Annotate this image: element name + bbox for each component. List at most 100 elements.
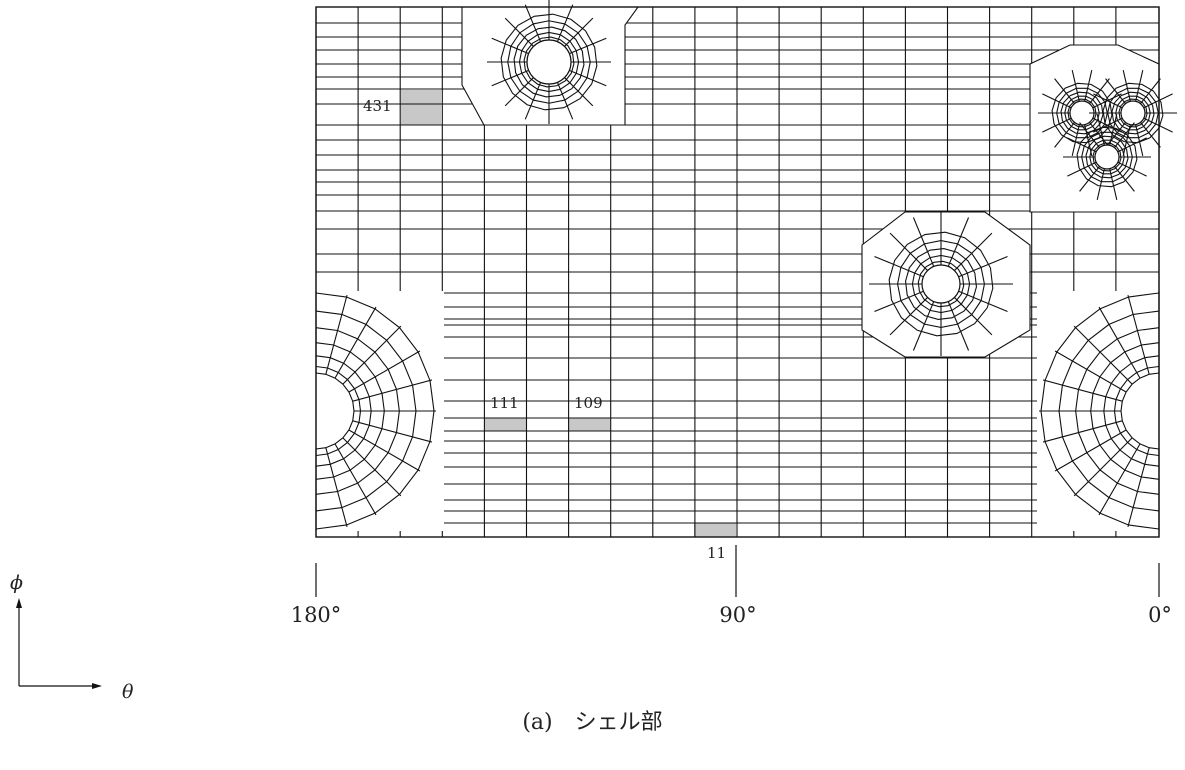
hole-ring: [904, 247, 978, 321]
figure-caption: (a) シェル部: [522, 710, 663, 735]
half-hole-spoke: [1098, 306, 1141, 379]
hole-spoke: [947, 301, 970, 351]
hole-spoke: [1096, 113, 1105, 146]
phi-axis-label: ϕ: [10, 572, 23, 594]
hole-spokes: [869, 212, 1013, 356]
half-hole-spoke: [1073, 437, 1133, 497]
hole-spokes: [487, 0, 611, 124]
hole-ring: [500, 13, 598, 111]
hole-spoke: [524, 82, 542, 120]
hole-edge: [526, 39, 572, 85]
hole-ring: [513, 26, 585, 98]
hole-spoke: [1084, 69, 1093, 102]
half-hole-spoke: [1054, 350, 1127, 393]
hole-spoke: [1042, 117, 1072, 133]
hole-spoke: [1071, 69, 1080, 102]
hole-spoke: [1135, 124, 1144, 157]
hole-spoke: [1093, 117, 1123, 133]
hole-spoke: [947, 217, 970, 267]
highlighted-element: [568, 418, 610, 431]
hole-spoke: [1117, 137, 1147, 153]
half-hole-spoke: [1054, 429, 1127, 472]
hole-spoke: [1143, 93, 1173, 109]
hole-spoke: [1054, 122, 1075, 148]
hole-spoke: [524, 4, 542, 42]
hole-ring: [1118, 98, 1148, 128]
hole-spoke: [564, 77, 594, 107]
highlighted-element: [401, 90, 441, 125]
hole-spoke: [1117, 161, 1147, 177]
hole-spoke: [504, 17, 534, 47]
half-hole-spoke: [1098, 443, 1141, 516]
hole-ring: [1102, 82, 1164, 144]
half-hole-spoke: [334, 306, 377, 379]
hole-spoke: [954, 297, 993, 336]
half-hole-spoke: [342, 325, 402, 385]
half-hole-right: [1037, 291, 1167, 531]
hole-spoke: [1109, 113, 1118, 146]
hole-spoke: [874, 290, 924, 313]
theta-tick-0: 0°: [1148, 603, 1172, 627]
half-hole-spoke: [325, 294, 348, 375]
half-hole-spoke: [334, 443, 377, 516]
hole-spoke: [556, 82, 574, 120]
half-hole-spoke: [348, 350, 421, 393]
half-hole-spoke: [1073, 325, 1133, 385]
hole-edge: [1120, 100, 1146, 126]
half-hole-spoke: [1042, 379, 1123, 402]
highlighted-element: [694, 523, 736, 537]
hole-ring: [523, 36, 575, 88]
hole-spoke: [1114, 166, 1135, 192]
hole-spoke: [889, 232, 928, 271]
hole-spoke: [569, 37, 607, 55]
hole-spoke: [1054, 78, 1075, 104]
hole-spoke: [491, 37, 529, 55]
hole-spoke: [556, 4, 574, 42]
hole-ring: [1085, 135, 1129, 179]
hole-spoke: [1089, 78, 1110, 104]
hole-spoke: [1042, 93, 1072, 109]
hole-ring: [917, 260, 965, 308]
theta-axis-label: θ: [122, 681, 134, 703]
nozzle-hole-middle: [861, 211, 1031, 358]
finite-element-mesh: [314, 0, 1177, 538]
hole-spoke: [564, 17, 594, 47]
hole-spoke: [1067, 161, 1097, 177]
hole-spoke: [1067, 137, 1097, 153]
half-hole-spoke: [1127, 447, 1150, 528]
hole-ring: [1092, 142, 1122, 172]
mesh-outer-frame: [315, 6, 1160, 538]
half-hole-spoke: [352, 379, 433, 402]
coordinate-axes: [16, 598, 102, 689]
hole-edge: [921, 264, 961, 304]
hole-spoke: [1143, 117, 1173, 133]
small-hole-a: [1038, 69, 1126, 157]
hole-spoke: [958, 255, 1008, 278]
half-hole-spoke: [1127, 294, 1150, 375]
nozzle-hole-top: [461, 0, 640, 126]
hole-edge: [1094, 144, 1120, 170]
hole-ring: [888, 231, 994, 337]
hole-ring: [1076, 126, 1138, 188]
hole-spokes: [1063, 113, 1151, 201]
half-hole-spokes: [315, 291, 436, 531]
hole-ring: [1111, 91, 1155, 135]
hole-spoke: [958, 290, 1008, 313]
hole-spoke: [1071, 124, 1080, 157]
hole-spoke: [954, 232, 993, 271]
half-hole-spoke: [352, 420, 433, 443]
theta-arrowhead: [92, 683, 102, 689]
hole-spoke: [912, 301, 935, 351]
element-label-109: 109: [574, 394, 603, 412]
half-hole-spoke: [1042, 420, 1123, 443]
half-hole-spoke: [325, 447, 348, 528]
hole-spoke: [1135, 69, 1144, 102]
element-label-11: 11: [707, 544, 727, 562]
theta-tick-90: 90°: [719, 603, 757, 627]
hole-spoke: [1079, 166, 1100, 192]
hole-spoke: [1079, 122, 1100, 148]
hole-spoke: [1105, 78, 1126, 104]
hole-spoke: [1140, 78, 1161, 104]
hole-spoke: [504, 77, 534, 107]
